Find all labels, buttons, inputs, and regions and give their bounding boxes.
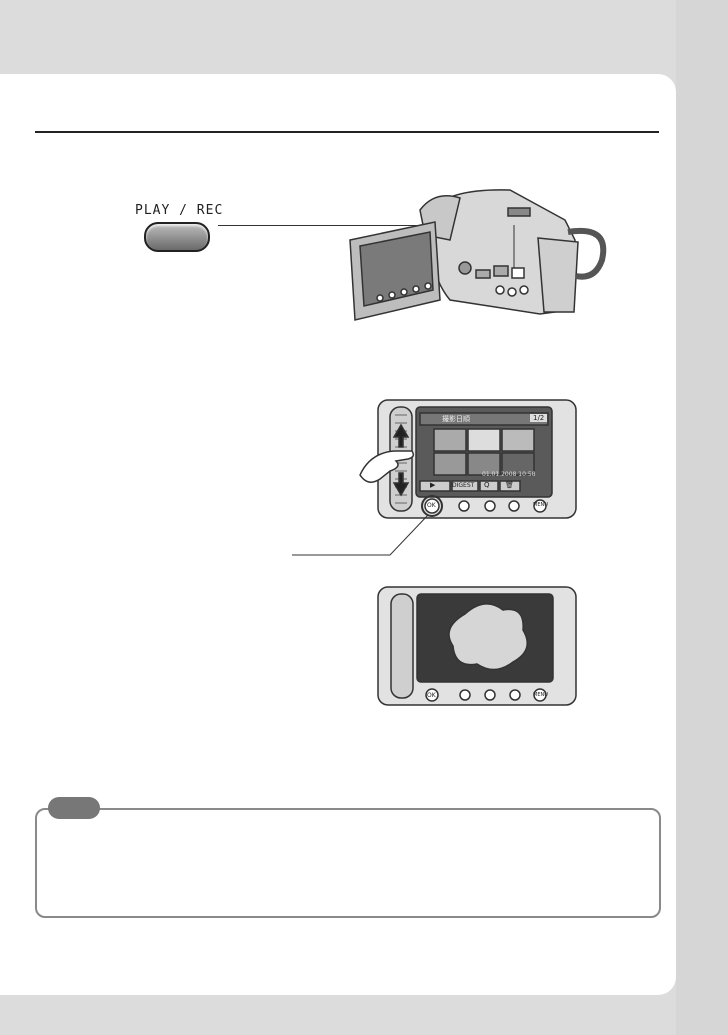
play-rec-button[interactable] — [144, 222, 210, 252]
camcorder-illustration — [349, 189, 607, 321]
playback-screen-illustration — [377, 586, 577, 706]
index-screen-illustration — [359, 399, 577, 519]
section-rule — [35, 131, 659, 133]
index-play-button-label: ▶ — [430, 481, 436, 489]
callout-line-play-rec — [218, 225, 514, 226]
note-tag — [48, 797, 100, 819]
index-ok-label: OK — [427, 502, 436, 509]
index-header: 撮影日順 — [442, 415, 470, 423]
index-digest-button-label: DIGEST — [452, 482, 475, 489]
index-zoom-button-label: Q — [484, 481, 490, 489]
play-rec-label: PLAY / REC — [135, 203, 224, 218]
note-box — [35, 808, 661, 918]
playback-ok-label: OK — [427, 692, 436, 699]
index-menu-label: MENU — [533, 502, 548, 508]
playback-menu-label: MENU — [533, 692, 548, 698]
page-side-tab — [676, 0, 728, 1035]
index-delete-button-label: 🗑 — [505, 481, 514, 489]
index-date: 01.01.2008 10:58 — [482, 471, 536, 478]
index-page-counter: 1/2 — [530, 414, 548, 422]
callout-line-ok — [292, 514, 429, 556]
